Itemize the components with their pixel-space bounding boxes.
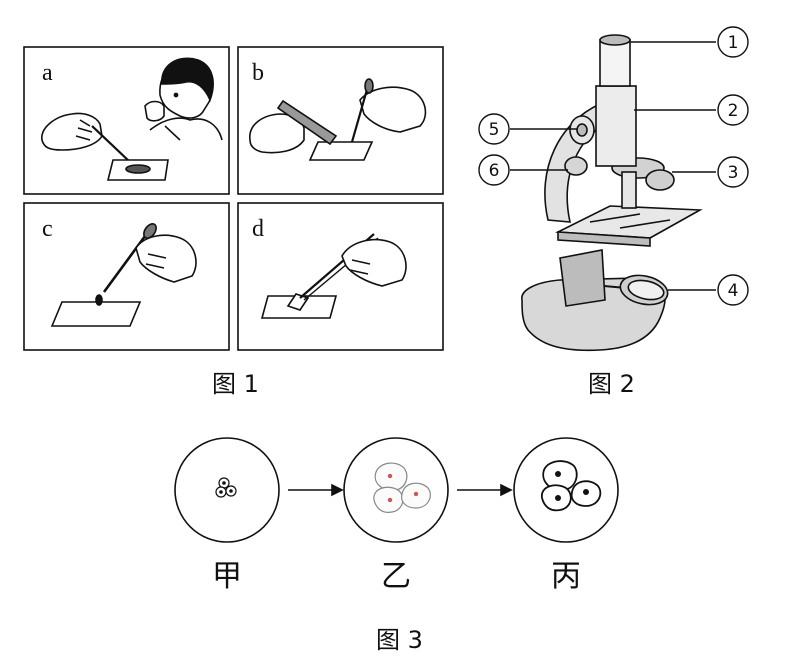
hand-d-fingers — [349, 259, 371, 275]
cells-clear — [541, 460, 602, 512]
figure-1-caption: 图 1 — [212, 370, 259, 398]
part-3-label: 3 — [728, 163, 739, 183]
panel-a-frame — [23, 46, 230, 195]
figure-1: a b c — [23, 46, 444, 398]
figure-2: 1 2 3 4 5 6 图 2 — [478, 26, 749, 398]
panel-letter-c: c — [42, 216, 53, 242]
hand-c-fingers — [145, 253, 167, 269]
hand-d — [341, 238, 407, 287]
panel-b-frame — [237, 46, 444, 195]
strip-b — [276, 99, 338, 146]
part-4-marker — [717, 274, 749, 306]
toothpick-a — [91, 125, 131, 163]
stage-clip-1 — [589, 213, 641, 223]
slide-b — [308, 141, 374, 161]
person-hair — [161, 57, 214, 103]
part-6-marker — [478, 154, 510, 186]
panel-letter-d: d — [252, 216, 264, 242]
panel-letter-b: b — [252, 60, 264, 86]
part-5-marker — [478, 113, 510, 145]
person-collar — [164, 125, 181, 141]
mirror — [603, 274, 669, 306]
dropper-b — [350, 85, 370, 143]
slide-c — [50, 301, 142, 327]
stage-clip-2 — [619, 219, 671, 229]
figure-2-caption: 图 2 — [588, 370, 635, 398]
arrow-1-head — [331, 483, 344, 497]
stage-label-yi: 乙 — [381, 559, 411, 594]
part-2-marker — [717, 94, 749, 126]
part-2-label: 2 — [728, 101, 739, 121]
coarse-knob-center — [576, 123, 588, 137]
panel-b: b — [237, 46, 444, 195]
person-hand — [144, 100, 165, 122]
arrow-2-head — [500, 483, 513, 497]
part-3-marker — [717, 156, 749, 188]
eyepiece-top — [599, 34, 631, 46]
part-5-label: 5 — [489, 120, 500, 140]
stage-label-jia: 甲 — [212, 559, 242, 594]
person-shoulders — [149, 117, 223, 141]
microscope-tube — [595, 85, 637, 167]
figure-3: 甲 乙 丙 图 3 — [174, 437, 619, 654]
hand-a-fingers — [75, 119, 93, 141]
hand-b-left — [249, 113, 305, 154]
part-1-label: 1 — [728, 33, 739, 53]
panel-letter-a: a — [42, 60, 53, 86]
panel-c-frame — [23, 202, 230, 351]
objective-lens-2 — [645, 169, 675, 191]
fine-adjustment-knob — [564, 156, 588, 176]
hand-b-right — [359, 86, 427, 133]
hand-c — [135, 234, 197, 283]
cells-small — [215, 477, 237, 498]
coverslip-d — [286, 293, 310, 311]
part-1-marker — [717, 26, 749, 58]
stage-edge — [557, 231, 651, 247]
microscope-pillar — [559, 249, 606, 307]
drop-a — [125, 164, 151, 174]
panel-d: d — [237, 202, 444, 351]
hand-a — [41, 112, 103, 151]
person-eye — [173, 92, 179, 98]
part-6-label: 6 — [489, 161, 500, 181]
panel-c: c — [23, 202, 230, 351]
dropper-bulb-b — [364, 78, 374, 94]
part-4-label: 4 — [728, 281, 739, 301]
panel-a: a — [23, 46, 230, 195]
drop-c — [95, 294, 103, 306]
stage-label-bing: 丙 — [551, 559, 581, 594]
objective-lens — [621, 171, 637, 209]
eyepiece — [599, 39, 631, 87]
dropper-bulb-c — [143, 223, 157, 239]
figure-3-caption: 图 3 — [376, 626, 423, 654]
cells-blurry — [373, 462, 431, 513]
panel-d-frame — [237, 202, 444, 351]
